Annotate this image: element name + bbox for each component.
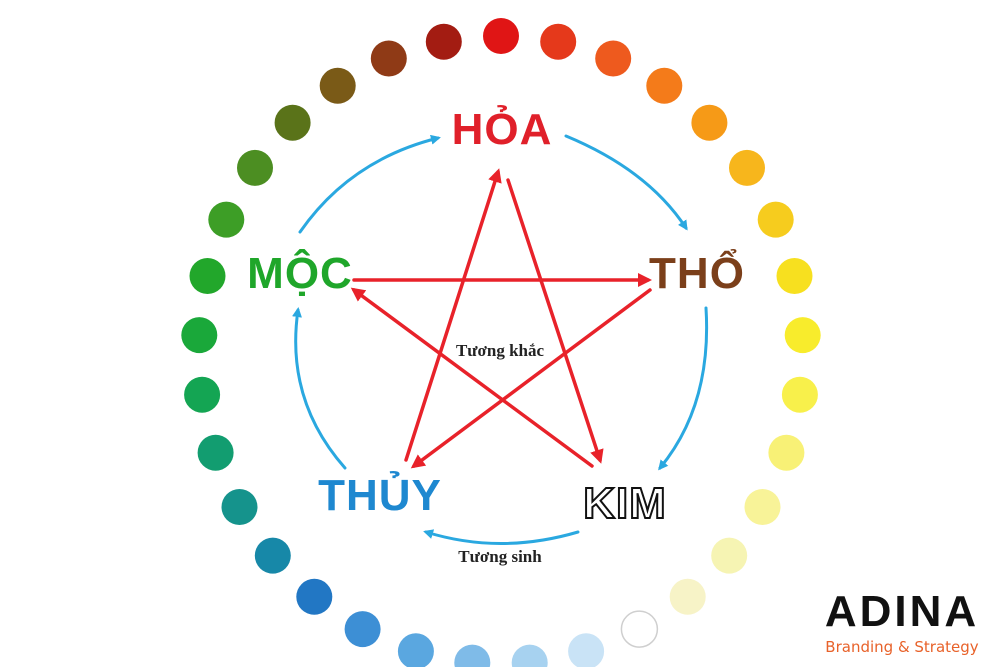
khac-arrow-hoa-kim (506, 178, 604, 464)
color-wheel-dot (208, 201, 245, 238)
sinh-arrow-kim-thuy (423, 529, 580, 545)
color-wheel-dot (274, 104, 311, 141)
color-wheel-dot (595, 40, 632, 77)
label-tuong-sinh: Tương sinh (458, 547, 542, 566)
color-wheel-dot (425, 23, 462, 60)
color-wheel-dot (757, 201, 794, 238)
color-wheel-dot (776, 258, 813, 294)
logo-name: ADINA (824, 587, 980, 636)
color-wheel-dot (781, 376, 818, 413)
color-wheel-dot (729, 149, 765, 186)
color-wheel-dot (483, 18, 519, 54)
element-moc: MỘC (247, 247, 353, 298)
sinh-arrow-hoa-tho (564, 134, 688, 231)
color-wheel-dot (568, 633, 605, 667)
element-kim: KIM (583, 479, 667, 528)
element-tho: THỔ (649, 247, 745, 298)
color-wheel-dot (221, 489, 258, 525)
color-wheel-dot (784, 317, 821, 354)
sinh-arrow-thuy-moc (292, 307, 347, 470)
color-wheel-dot (646, 67, 683, 104)
adina-logo: ADINA Branding & Strategy (812, 588, 992, 660)
color-wheel-dot (237, 149, 273, 186)
color-wheel-dot (768, 434, 805, 471)
color-wheel-dot (691, 104, 728, 141)
color-wheel (181, 18, 821, 667)
label-tuong-khac: Tương khắc (456, 341, 545, 360)
color-wheel-dot (181, 317, 218, 354)
khac-arrow-tho-thuy (410, 288, 652, 469)
color-wheel-dot (370, 40, 407, 77)
color-wheel-dot (397, 633, 434, 667)
khac-arrow-thuy-hoa (404, 168, 502, 462)
sinh-arrow-moc-hoa (298, 134, 441, 234)
logo-tagline: Branding & Strategy (825, 638, 979, 656)
color-wheel-dot (184, 376, 221, 413)
color-wheel-dot (669, 578, 706, 615)
tuong-khac-star (350, 168, 652, 469)
color-wheel-dot (744, 489, 781, 525)
color-wheel-dot (620, 610, 659, 648)
tuong-sinh-cycle (292, 134, 709, 545)
color-wheel-dot (540, 23, 577, 60)
color-wheel-dot (197, 434, 234, 471)
color-wheel-dot (511, 644, 548, 667)
color-wheel-dot (319, 67, 356, 104)
element-thuy: THỦY (318, 469, 442, 520)
color-wheel-dot (296, 578, 333, 615)
color-wheel-dot (189, 258, 226, 294)
element-hoa: HỎA (452, 103, 553, 154)
color-wheel-dot (254, 537, 291, 574)
khac-arrow-kim-moc (350, 287, 594, 468)
sinh-arrow-tho-kim (658, 306, 709, 471)
color-wheel-dot (711, 537, 748, 574)
color-wheel-dot (344, 611, 381, 648)
color-wheel-dot (454, 644, 491, 667)
